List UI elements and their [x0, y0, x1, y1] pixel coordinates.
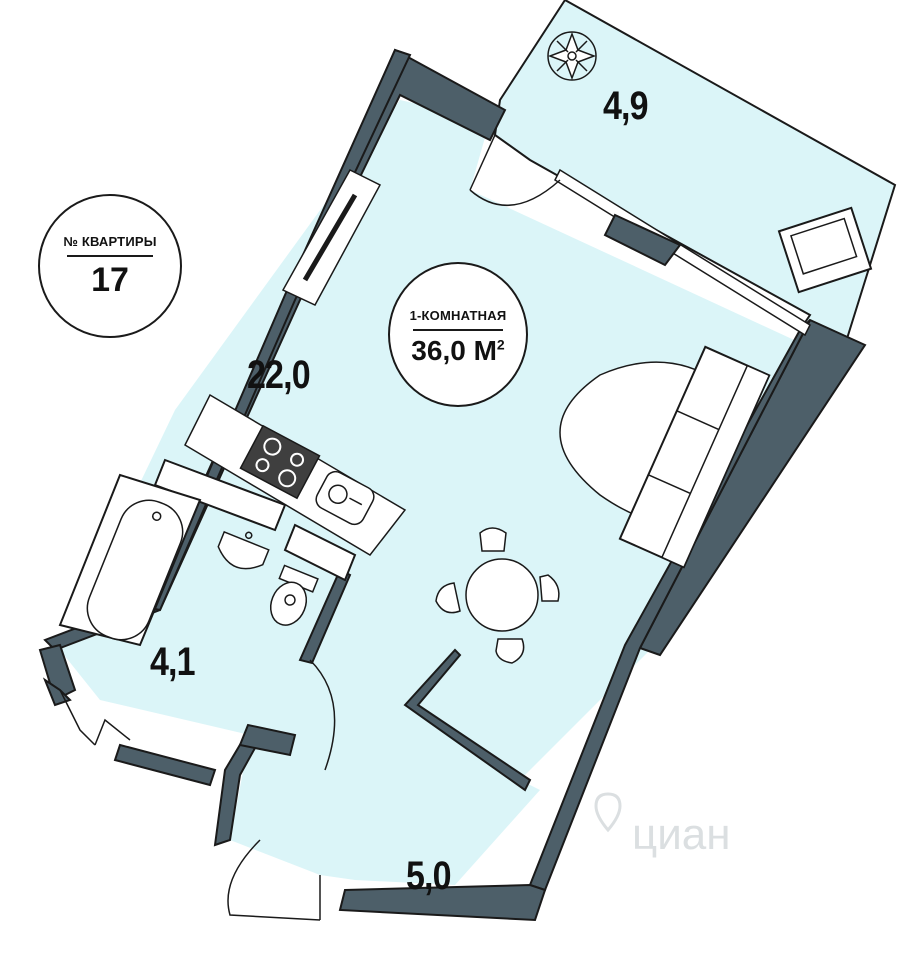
apartment-number-label: № КВАРТИРЫ	[63, 234, 157, 249]
total-area: 36,0 М2	[390, 337, 526, 365]
kitchen-counter	[184, 393, 407, 556]
side-door	[59, 689, 131, 746]
bath-shelves	[153, 458, 357, 582]
stove-icon	[239, 424, 321, 500]
total-area-value: 36,0 М	[411, 335, 497, 366]
area-balcony: 4,9	[603, 84, 649, 128]
balcony-door	[469, 134, 561, 207]
watermark: циан	[594, 792, 810, 859]
bathroom-fixtures	[58, 473, 336, 771]
balcony	[493, 0, 897, 347]
living-area	[559, 345, 771, 569]
apartment-floor	[60, 100, 805, 885]
toilet-icon	[269, 564, 319, 626]
area-hallway: 5,0	[406, 854, 452, 898]
armchair-icon	[777, 206, 873, 294]
plant-icon	[547, 31, 597, 81]
apartment-number-badge: № КВАРТИРЫ 17	[38, 194, 182, 338]
apartment-type-badge: 1-КОМНАТНАЯ 36,0 М2	[388, 262, 528, 407]
wardrobe	[281, 169, 382, 306]
watermark-text: циан	[632, 810, 731, 859]
washbasin-icon	[217, 530, 270, 570]
cian-pin-icon	[594, 792, 622, 833]
apartment-number: 17	[91, 261, 129, 299]
area-living-room: 22,0	[247, 353, 311, 397]
balcony-window	[554, 168, 811, 337]
total-area-unit-sup: 2	[496, 336, 505, 353]
sink-icon	[315, 470, 375, 526]
area-bathroom: 4,1	[150, 640, 196, 684]
sofa-icon	[618, 345, 771, 569]
bathroom-door	[309, 659, 336, 771]
entrance-door	[227, 839, 321, 921]
bathtub-icon	[86, 499, 184, 641]
apartment-type-label: 1-КОМНАТНАЯ	[409, 308, 507, 323]
dining-table	[435, 527, 560, 664]
